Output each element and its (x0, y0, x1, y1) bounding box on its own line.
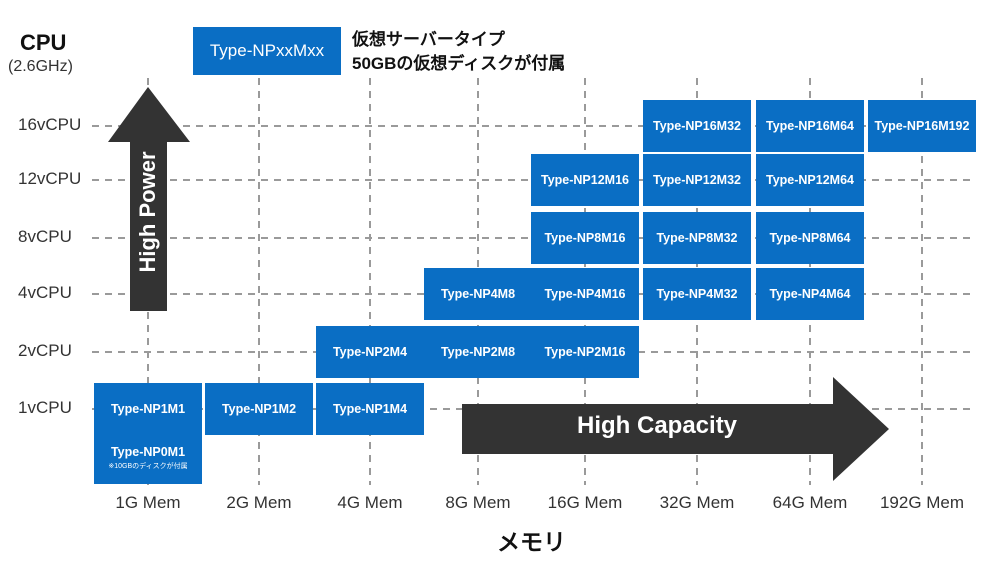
legend-sample-box: Type-NPxxMxx (193, 27, 341, 75)
x-tick-label: 2G Mem (226, 493, 292, 512)
server-type-box: Type-NP4M8 (424, 268, 532, 320)
server-type-box: Type-NP16M32 (643, 100, 751, 152)
high-capacity-arrow (462, 377, 889, 481)
y-tick-label: 4vCPU (18, 283, 72, 302)
legend-text: 仮想サーバータイプ 50GBの仮想ディスクが付属 (352, 28, 565, 76)
server-type-box: Type-NP4M16 (531, 268, 639, 320)
high-power-arrow (108, 87, 190, 311)
server-type-label: Type-NP12M64 (766, 173, 854, 187)
server-type-box: Type-NP8M32 (643, 212, 751, 264)
server-type-box: Type-NP2M16 (531, 326, 639, 378)
y-tick-label: 1vCPU (18, 398, 72, 417)
server-type-label: Type-NP16M192 (874, 119, 970, 133)
server-type-note: ※10GBのディスクが付属 (108, 463, 188, 470)
y-axis-title: CPU (20, 30, 67, 55)
high-capacity-label: High Capacity (577, 412, 738, 439)
x-tick-label: 8G Mem (445, 493, 511, 512)
high-power-label: High Power (135, 151, 160, 273)
server-type-label: Type-NP8M64 (769, 231, 851, 245)
server-type-label: Type-NP4M16 (544, 287, 626, 301)
server-type-box: Type-NP1M4 (316, 383, 424, 435)
server-type-box: Type-NP16M64 (756, 100, 864, 152)
server-type-box: Type-NP16M192 (868, 100, 976, 152)
y-tick-label: 12vCPU (18, 169, 82, 188)
server-type-label: Type-NP8M32 (656, 231, 738, 245)
server-type-label: Type-NP1M1 (110, 402, 186, 416)
server-type-label: Type-NP4M8 (440, 287, 516, 301)
server-type-label: Type-NP16M64 (766, 119, 854, 133)
server-type-box: Type-NP12M32 (643, 154, 751, 206)
server-type-label: Type-NP1M2 (221, 402, 297, 416)
server-type-box: Type-NP12M64 (756, 154, 864, 206)
x-tick-label: 64G Mem (772, 493, 848, 512)
server-type-box: Type-NP2M4 (316, 326, 424, 378)
y-tick-label: 16vCPU (18, 115, 82, 134)
server-type-box: Type-NP1M1 (94, 383, 202, 435)
server-type-box: Type-NP0M1 ※10GBのディスクが付属 (94, 432, 202, 484)
server-type-label: Type-NP16M32 (653, 119, 741, 133)
x-tick-label: 32G Mem (659, 493, 735, 512)
server-type-box: Type-NP1M2 (205, 383, 313, 435)
legend-line-2: 50GBの仮想ディスクが付属 (352, 54, 566, 73)
y-axis-subtitle: (2.6GHz) (8, 58, 73, 75)
server-type-label: Type-NP4M64 (769, 287, 851, 301)
server-type-label: Type-NP8M16 (544, 231, 626, 245)
server-type-label: Type-NP2M8 (440, 345, 516, 359)
x-tick-label: 4G Mem (337, 493, 403, 512)
legend-line-1: 仮想サーバータイプ (352, 30, 505, 49)
server-type-box: Type-NP4M32 (643, 268, 751, 320)
server-type-box: Type-NP8M64 (756, 212, 864, 264)
server-type-box: Type-NP12M16 (531, 154, 639, 206)
server-type-box: Type-NP4M64 (756, 268, 864, 320)
server-type-label: Type-NP2M16 (544, 345, 626, 359)
server-type-label: Type-NP0M1 (110, 445, 186, 459)
y-tick-label: 2vCPU (18, 341, 72, 360)
server-type-label: Type-NP12M16 (541, 173, 629, 187)
x-tick-label: 192G Mem (879, 493, 965, 512)
x-tick-label: 1G Mem (115, 493, 181, 512)
x-axis-title: メモリ (497, 529, 566, 555)
server-type-box: Type-NP8M16 (531, 212, 639, 264)
server-type-label: Type-NP2M4 (332, 345, 408, 359)
server-type-box: Type-NP2M8 (424, 326, 532, 378)
server-type-label: Type-NP12M32 (653, 173, 741, 187)
server-type-label: Type-NP4M32 (656, 287, 738, 301)
x-tick-label: 16G Mem (547, 493, 623, 512)
server-type-label: Type-NP1M4 (332, 402, 408, 416)
y-tick-label: 8vCPU (18, 227, 72, 246)
